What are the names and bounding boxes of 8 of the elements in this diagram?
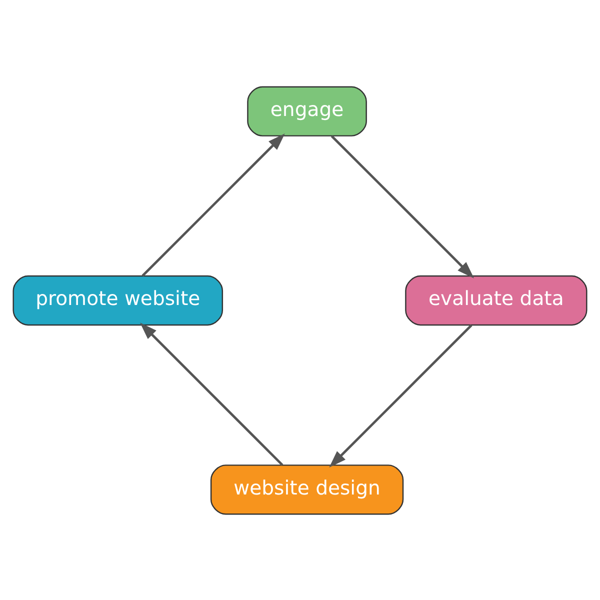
node-box: promote website	[12, 274, 224, 326]
arrow	[140, 322, 284, 466]
arrow	[330, 134, 474, 278]
node-box: engage	[247, 86, 367, 136]
arrow	[142, 132, 285, 276]
arrow	[329, 324, 472, 468]
node-box: evaluate data	[405, 274, 588, 326]
node-box: website design	[210, 464, 404, 514]
